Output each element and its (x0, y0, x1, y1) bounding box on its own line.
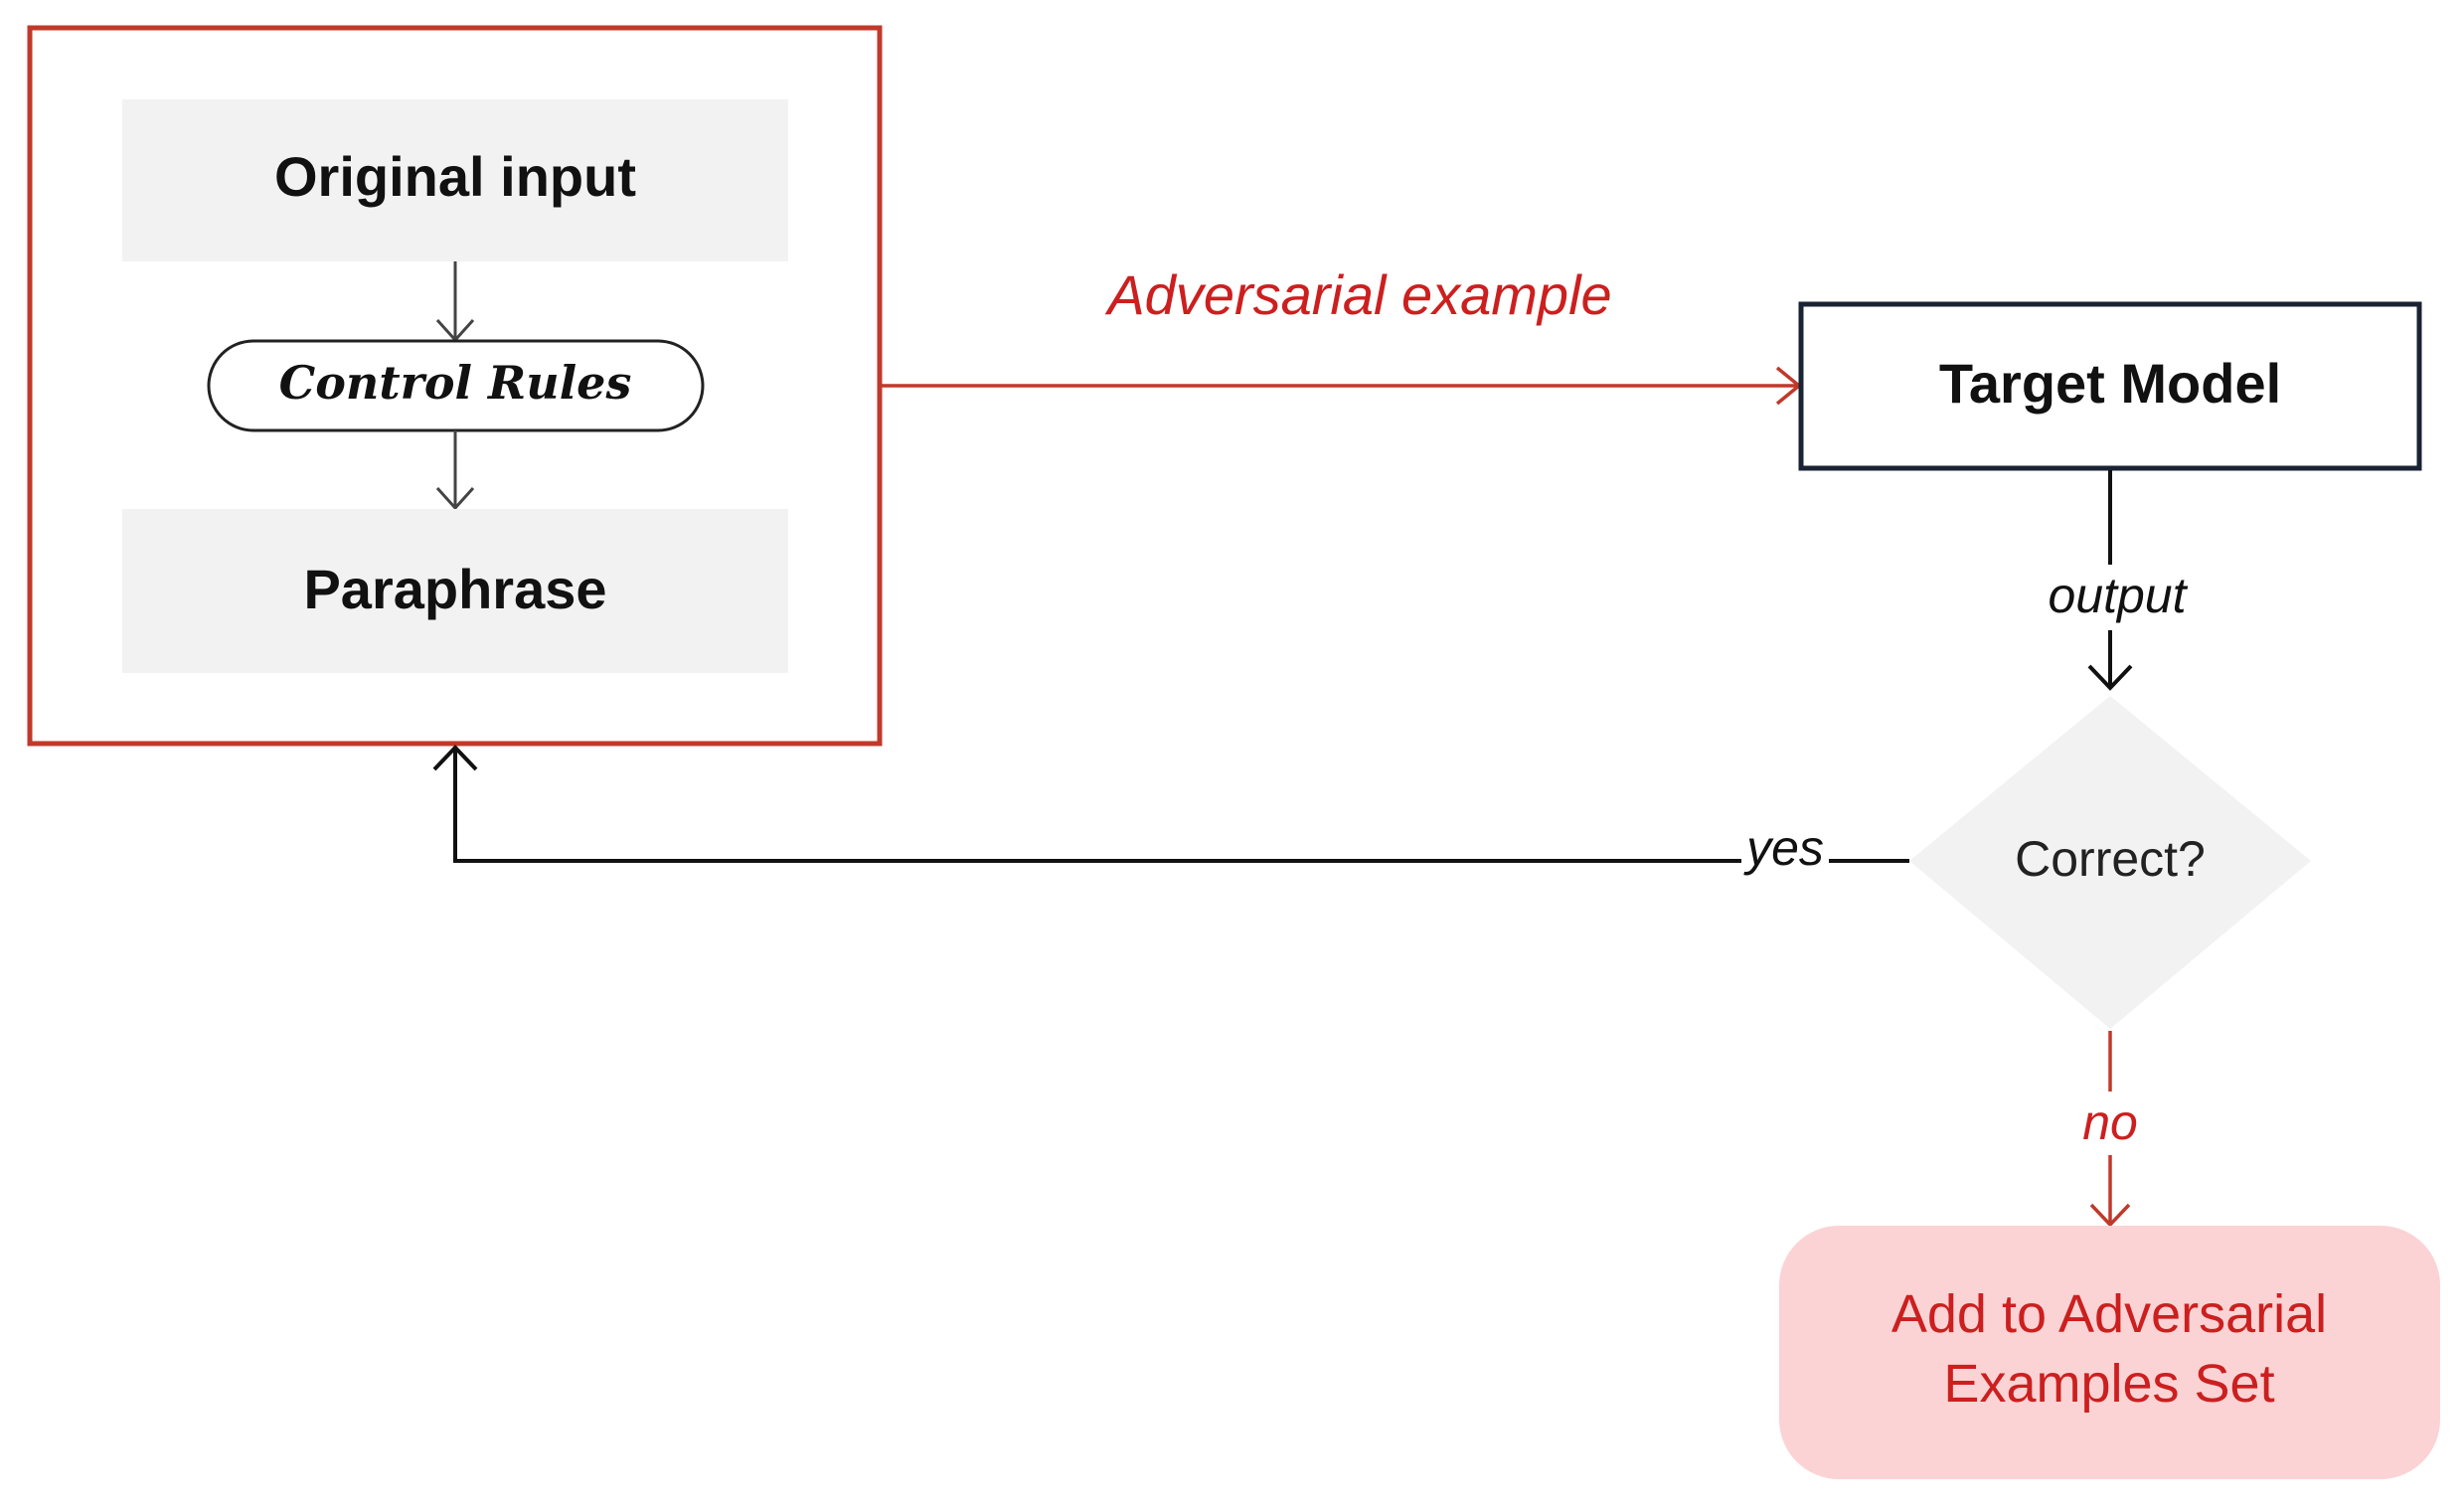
arrow-yes-path (453, 748, 1909, 863)
original-input-label: Original input (274, 145, 636, 208)
target-model-label: Target Model (1939, 352, 2281, 415)
arrowhead-output (2087, 664, 2133, 691)
yes-label: yes (1743, 820, 1824, 876)
no-label: no (2082, 1094, 2138, 1150)
paraphrase-box (122, 509, 788, 673)
yes-label-backing (1741, 823, 1829, 883)
target-model-box (1798, 301, 2422, 471)
paraphrase-label: Paraphrase (303, 558, 606, 620)
arrowhead-yes (432, 745, 478, 771)
result-label-line2: Examples Set (1943, 1354, 2274, 1414)
arrowhead-no (2089, 1203, 2131, 1228)
output-label: output (2048, 568, 2188, 623)
result-box (1779, 1226, 2440, 1479)
output-label-backing (2038, 565, 2197, 630)
result-label-line1: Add to Adversarial (1891, 1284, 2327, 1344)
arrowhead-rules-to-paraphrase (435, 486, 475, 511)
control-rules-label: Control Rules (279, 356, 632, 410)
original-input-box (122, 99, 788, 261)
adversarial-example-label: Adversarial example (1104, 263, 1611, 326)
no-label-backing (2067, 1091, 2155, 1155)
decision-diamond (1909, 696, 2311, 1029)
decision-label: Correct? (2015, 831, 2206, 887)
